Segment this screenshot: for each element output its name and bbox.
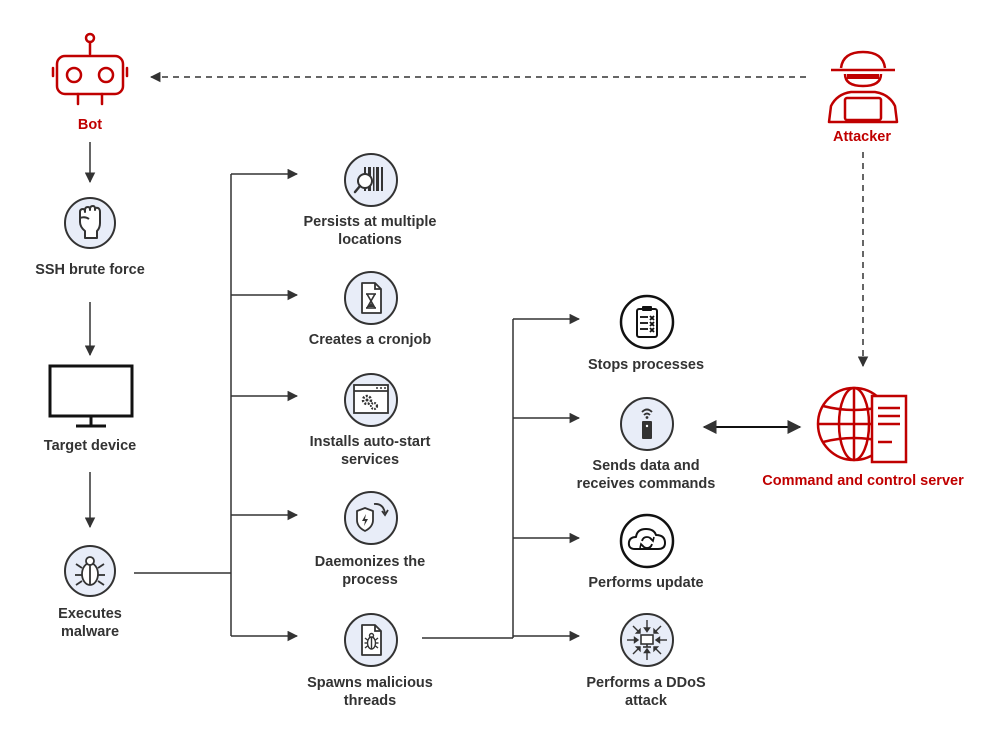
globe-server-icon xyxy=(816,386,908,464)
ddos-target-icon xyxy=(620,613,674,667)
threads-label-line1: Spawns malicious xyxy=(307,675,433,691)
persist-label-line1: Persists at multiple xyxy=(303,214,437,230)
threads-label: Spawns malicious threads xyxy=(307,674,433,710)
sends-label: Sends data and receives commands xyxy=(577,457,716,493)
daemon-label: Daemonizes the process xyxy=(315,553,425,589)
autostart-label: Installs auto-start services xyxy=(310,433,431,469)
threads-label-line2: threads xyxy=(343,693,397,709)
fist-icon xyxy=(64,197,116,249)
malware-label-line2: malware xyxy=(60,624,120,640)
cron-label: Creates a cronjob xyxy=(308,332,432,348)
sends-label-line2: receives commands xyxy=(576,476,716,492)
shield-refresh-icon xyxy=(344,491,398,545)
bot-label: Bot xyxy=(77,117,103,133)
bug-document-icon xyxy=(344,613,398,667)
ddos-label: Performs a DDoS attack xyxy=(586,674,705,710)
monitor-icon xyxy=(48,364,134,428)
barcode-search-icon xyxy=(344,153,398,207)
robot-icon xyxy=(51,32,129,106)
clipboard-list-icon xyxy=(619,294,675,350)
target-label: Target device xyxy=(43,438,137,454)
autostart-label-line2: services xyxy=(340,452,400,468)
sends-label-line1: Sends data and xyxy=(592,458,700,474)
stops-label: Stops processes xyxy=(587,357,705,373)
hourglass-document-icon xyxy=(344,271,398,325)
cloud-sync-icon xyxy=(619,513,675,569)
persist-label: Persists at multiple locations xyxy=(304,213,437,249)
update-label: Performs update xyxy=(588,575,704,591)
window-gears-icon xyxy=(344,373,398,427)
ddos-label-line1: Performs a DDoS xyxy=(586,675,706,691)
attacker-label: Attacker xyxy=(832,129,892,145)
ssh-label: SSH brute force xyxy=(35,262,145,278)
hacker-icon xyxy=(827,50,899,124)
malware-label: Executes malware xyxy=(58,605,122,641)
daemon-label-line2: process xyxy=(342,572,398,588)
bug-icon xyxy=(64,545,116,597)
ddos-label-line2: attack xyxy=(625,693,667,709)
c2-label: Command and control server xyxy=(762,473,964,489)
daemon-label-line1: Daemonizes the xyxy=(314,554,426,570)
remote-antenna-icon xyxy=(620,397,674,451)
malware-label-line1: Executes xyxy=(58,606,122,622)
persist-label-line2: locations xyxy=(338,232,402,248)
autostart-label-line1: Installs auto-start xyxy=(309,434,431,450)
